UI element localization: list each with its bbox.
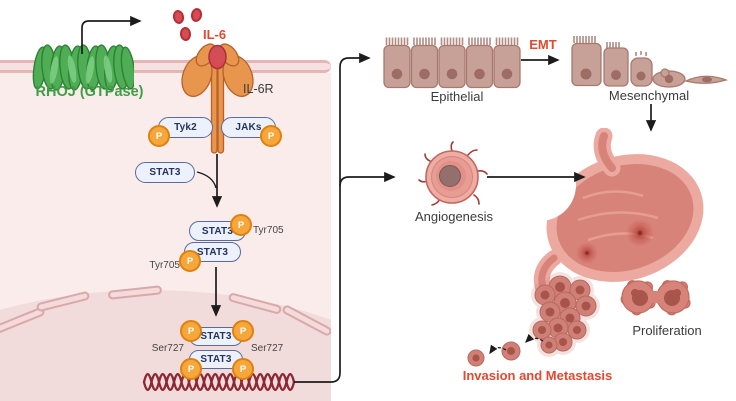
invasion-metastasis-label: Invasion and Metastasis [462, 368, 613, 383]
phospho-label: P [155, 130, 163, 142]
phosphate-badge: P [232, 320, 254, 342]
tyk2-label: Tyk2 [174, 122, 197, 133]
epithelial-label: Epithelial [430, 89, 484, 104]
arrow-rhoj-to-il6 [81, 15, 142, 54]
phosphate-badge: P [180, 358, 202, 380]
jaks-label: JAKs [235, 122, 262, 133]
arrow-metastasis-escape [525, 333, 544, 343]
bracket-dna-to-outcomes [294, 52, 371, 383]
phospho-label: P [267, 130, 275, 142]
phospho-label: P [237, 219, 245, 231]
phospho-label: P [186, 255, 194, 267]
phospho-label: P [187, 325, 195, 337]
connector-stat3-recruit [196, 171, 217, 189]
rhoj-gtpase-illustration [32, 44, 134, 91]
phospho-label: P [239, 325, 247, 337]
phosphate-badge: P [230, 214, 252, 236]
phospho-label: P [239, 363, 247, 375]
emt-label: EMT [529, 37, 557, 52]
il6-receptor-illustration [181, 43, 254, 154]
rhoj-label: RHOJ (GTPase) [35, 84, 144, 100]
phospho-label: P [187, 363, 195, 375]
stat3-label: STAT3 [200, 354, 232, 365]
stat3-label: STAT3 [200, 331, 232, 342]
ser727-label-left: Ser727 [151, 343, 184, 354]
arrow-metastasis-escape [489, 344, 507, 355]
tyr705-label-right: Tyr705 [253, 225, 284, 236]
dna-illustration [142, 372, 296, 392]
stat3-label: STAT3 [201, 225, 234, 237]
proliferation-label: Proliferation [632, 323, 702, 338]
phosphate-badge: P [260, 125, 282, 147]
stat3-label: STAT3 [196, 246, 229, 258]
arrow-branch-angiogenesis [339, 171, 396, 187]
il6r-label: IL-6R [243, 82, 274, 96]
tyr705-label-left: Tyr705 [149, 260, 180, 271]
angiogenesis-label: Angiogenesis [414, 209, 494, 224]
proliferation-illustration [620, 280, 691, 316]
tyk2-pill: Tyk2 [158, 117, 213, 138]
mesenchymal-illustration [571, 36, 729, 88]
tumor-cluster-illustration [467, 272, 600, 367]
stat3-label: STAT3 [149, 167, 181, 178]
stomach-illustration [528, 128, 704, 296]
phosphate-badge: P [179, 250, 201, 272]
ser727-label-right: Ser727 [251, 343, 284, 354]
il6-label: IL-6 [203, 27, 227, 42]
il6-ligand-bound [208, 44, 227, 70]
phosphate-badge: P [232, 358, 254, 380]
phosphate-badge: P [148, 125, 170, 147]
mesenchymal-label: Mesenchymal [608, 88, 690, 103]
phosphate-badge: P [180, 320, 202, 342]
stat3-pill: STAT3 [135, 162, 195, 183]
angiogenesis-illustration [418, 141, 488, 206]
